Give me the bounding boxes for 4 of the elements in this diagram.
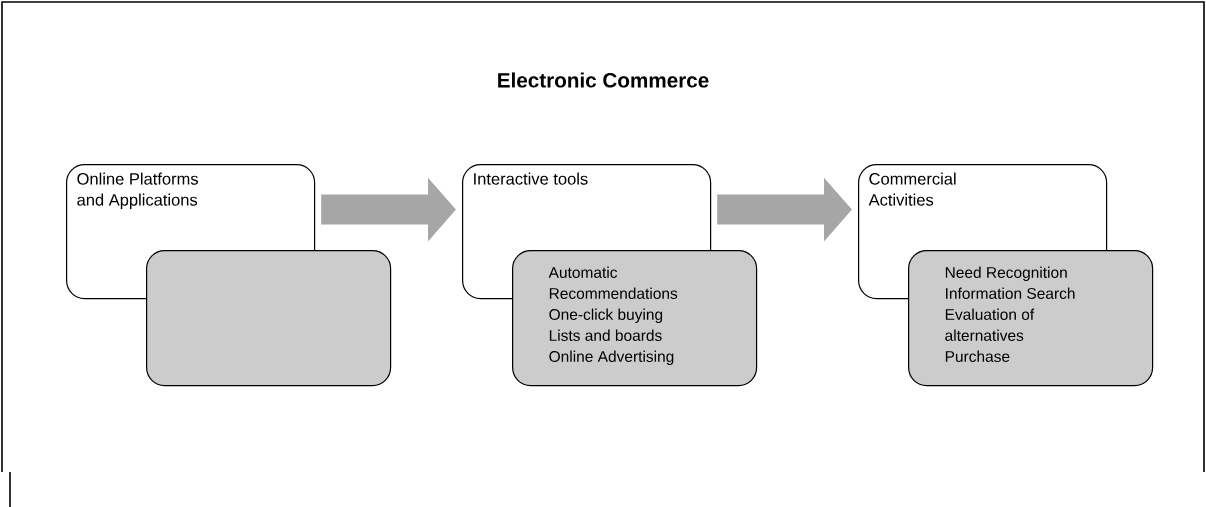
- list-box: Need Recognition Information Search Evaluation of alternatives Purchase: [908, 250, 1154, 387]
- list-box: Automatic Recommendations One-click buying Lists and boards Online Advertising: [512, 250, 758, 387]
- title: Electronic Commerce: [498, 72, 709, 88]
- list-box: [146, 250, 392, 387]
